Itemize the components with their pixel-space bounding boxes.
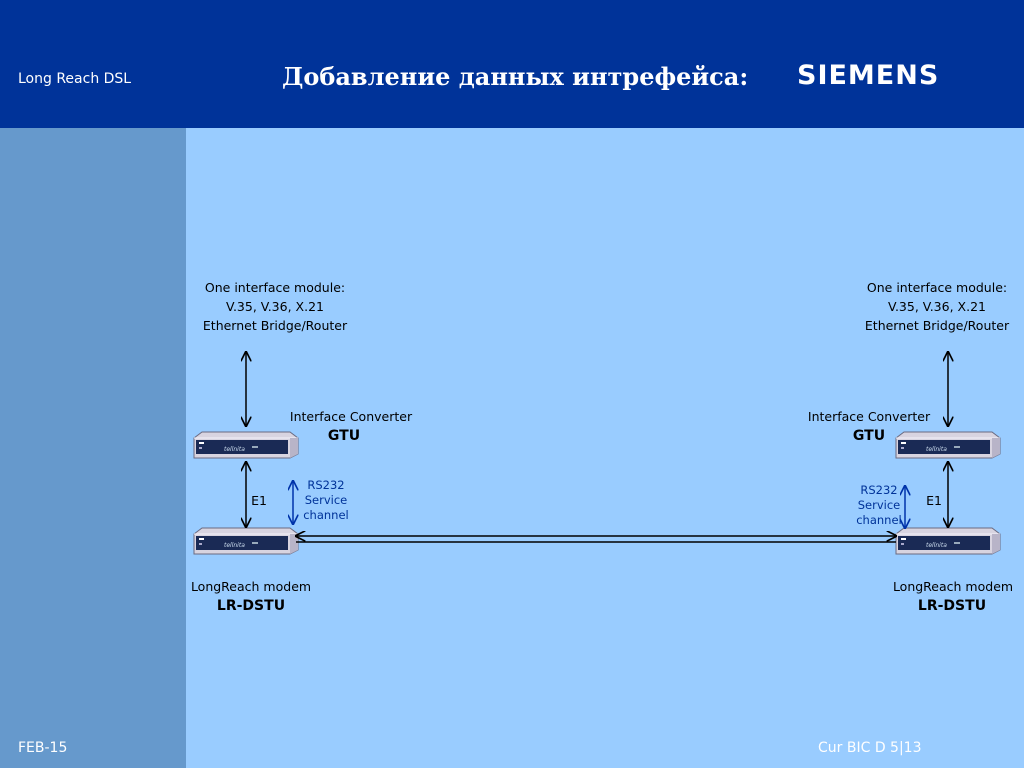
left-module-line-1: One interface module: <box>204 280 346 295</box>
footer-page-ref: Cur BIC D 5|13 <box>818 740 922 756</box>
left-channel-line-3: channel <box>303 508 349 522</box>
right-modem-name: LR-DSTU <box>917 598 987 614</box>
slide-title: Добавление данных интрефейса: <box>282 62 749 91</box>
right-channel-line-1: RS232 <box>860 483 898 497</box>
right-e1-label: E1 <box>926 493 942 508</box>
right-channel-line-3: channel <box>856 513 902 527</box>
left-converter-label: Interface Converter <box>289 409 413 424</box>
left-converter-name: GTU <box>327 428 361 444</box>
left-sidebar-panel <box>0 128 186 768</box>
left-modem-name: LR-DSTU <box>216 598 286 614</box>
left-module-line-2: V.35, V.36, X.21 <box>226 299 324 314</box>
right-channel-line-2: Service <box>857 498 901 512</box>
left-channel-label: RS232 Service channel <box>298 478 354 523</box>
left-channel-line-1: RS232 <box>307 478 345 492</box>
right-module-line-2: V.35, V.36, X.21 <box>888 299 986 314</box>
left-module-label: One interface module: V.35, V.36, X.21 E… <box>190 278 360 335</box>
header-left-text: Long Reach DSL <box>18 71 132 87</box>
right-converter-label: Interface Converter <box>807 409 931 424</box>
right-converter-name: GTU <box>852 428 886 444</box>
footer-date: FEB-15 <box>18 740 68 756</box>
left-e1-label: E1 <box>251 493 267 508</box>
slide-content-area <box>186 128 1024 768</box>
right-module-line-1: One interface module: <box>866 280 1008 295</box>
right-channel-label: RS232 Service channel <box>851 483 907 528</box>
siemens-logo: SIEMENS <box>797 60 940 91</box>
right-module-label: One interface module: V.35, V.36, X.21 E… <box>852 278 1022 335</box>
left-channel-line-2: Service <box>304 493 348 507</box>
left-module-line-3: Ethernet Bridge/Router <box>202 318 348 333</box>
left-modem-label: LongReach modem <box>190 579 312 594</box>
right-module-line-3: Ethernet Bridge/Router <box>864 318 1010 333</box>
right-modem-label: LongReach modem <box>892 579 1014 594</box>
header-bar <box>0 0 1024 128</box>
